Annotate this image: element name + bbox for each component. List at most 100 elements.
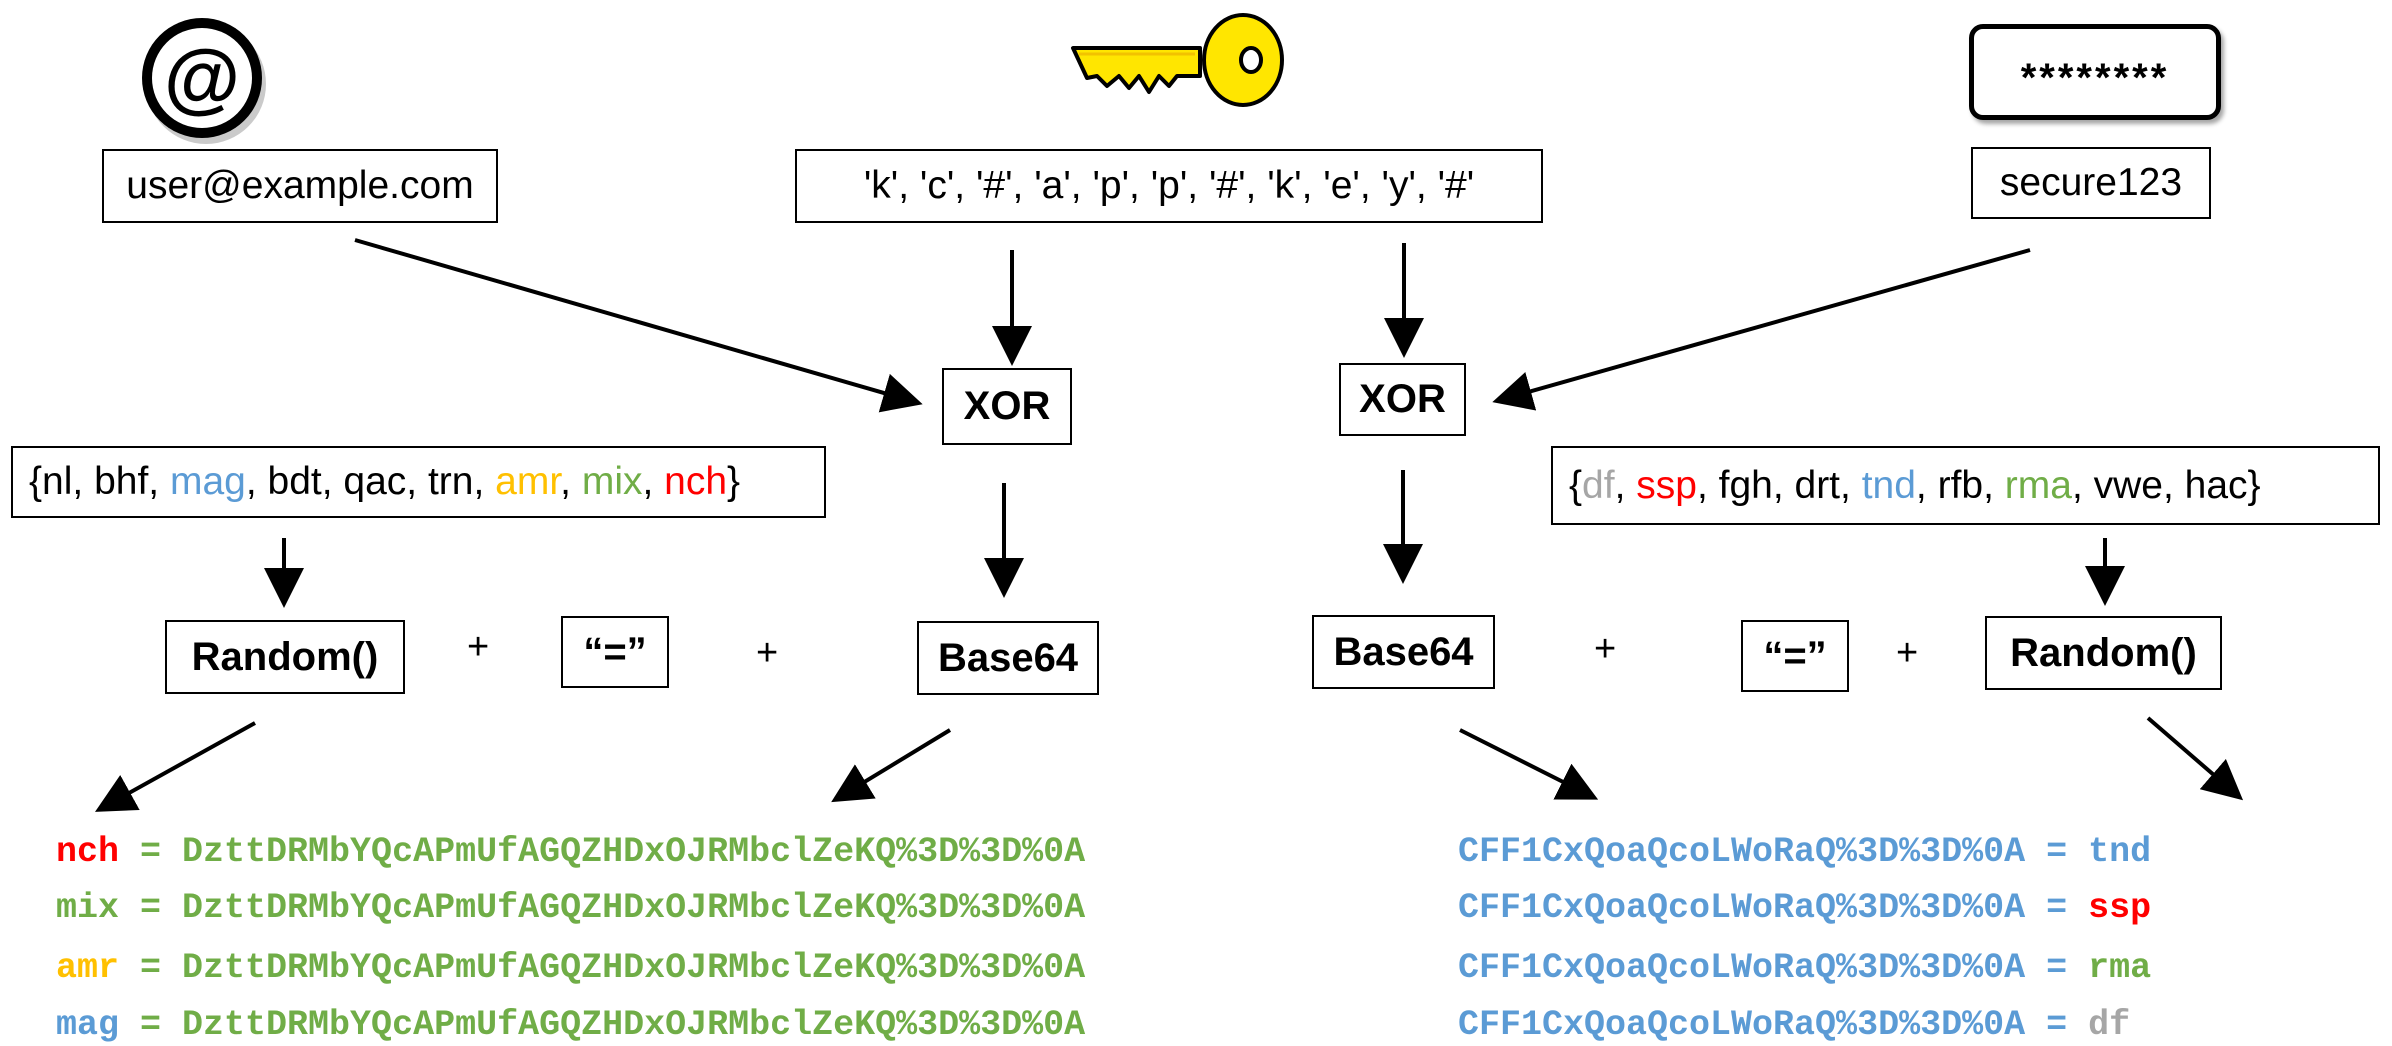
at-sign-icon: @ — [130, 8, 280, 148]
left-output-separator: = — [119, 888, 183, 928]
left-output-value: DzttDRMbYQcAPmUfAGQZHDxOJRMbclZeKQ%3D%3D… — [182, 832, 1086, 872]
right-output-value: CFF1CxQoaQcoLWoRaQ%3D%3D%0A — [1458, 1005, 2026, 1045]
left-xor-box: XOR — [942, 368, 1072, 445]
right-set-close-brace: } — [2247, 463, 2261, 507]
left-output-name: amr — [56, 948, 120, 988]
right-set-open-brace: { — [1569, 463, 1583, 507]
left-equals-label: “=” — [583, 629, 647, 674]
left-output-row: mix = DzttDRMbYQcAPmUfAGQZHDxOJRMbclZeKQ… — [56, 888, 1085, 928]
left-set-separator: , — [245, 460, 268, 503]
right-output-row: CFF1CxQoaQcoLWoRaQ%3D%3D%0A = ssp — [1458, 888, 2151, 928]
right-output-row: CFF1CxQoaQcoLWoRaQ%3D%3D%0A = df — [1458, 1005, 2130, 1045]
arrow-right-random-to-output — [2146, 716, 2244, 801]
right-output-value: CFF1CxQoaQcoLWoRaQ%3D%3D%0A — [1458, 948, 2026, 988]
right-output-separator: = — [2025, 832, 2089, 872]
arrow-left-base64-to-output — [831, 728, 952, 803]
left-set-item-mag: mag — [169, 460, 246, 503]
left-output-separator: = — [119, 1005, 183, 1045]
key-input-box: 'k', 'c', '#', 'a', 'p', 'p', '#', 'k', … — [795, 149, 1543, 223]
left-random-box: Random() — [165, 620, 405, 694]
right-xor-label: XOR — [1359, 377, 1446, 421]
right-set-separator: , — [1840, 463, 1862, 507]
left-xor-label: XOR — [963, 384, 1051, 428]
right-equals-box: “=” — [1741, 620, 1849, 692]
left-output-row: mag = DzttDRMbYQcAPmUfAGQZHDxOJRMbclZeKQ… — [56, 1005, 1085, 1045]
key-icon — [1065, 8, 1285, 113]
right-random-label: Random() — [2010, 630, 2197, 675]
right-base64-label: Base64 — [1333, 629, 1474, 674]
left-output-name: nch — [56, 832, 120, 872]
right-set-item-tnd: tnd — [1861, 463, 1916, 507]
left-output-row: amr = DzttDRMbYQcAPmUfAGQZHDxOJRMbclZeKQ… — [56, 948, 1085, 988]
right-output-name: df — [2088, 1005, 2131, 1045]
right-set-item-drt: drt — [1794, 463, 1841, 507]
left-output-separator: = — [119, 948, 183, 988]
right-set-separator: , — [1915, 463, 1938, 507]
right-output-name: ssp — [2088, 888, 2152, 928]
right-set-separator: , — [1696, 463, 1719, 507]
left-output-row: nch = DzttDRMbYQcAPmUfAGQZHDxOJRMbclZeKQ… — [56, 832, 1085, 872]
right-set-item-rfb: rfb — [1937, 463, 1984, 507]
left-set-item-qac: qac — [343, 460, 407, 503]
left-set-item-trn: trn — [427, 460, 474, 503]
right-set-separator: , — [1983, 463, 2005, 507]
right-output-separator: = — [2025, 888, 2089, 928]
svg-text:@: @ — [164, 33, 240, 121]
email-value: user@example.com — [126, 164, 474, 207]
right-set-content: {df, ssp, fgh, drt, tnd, rfb, rma, vwe, … — [1569, 464, 2261, 508]
right-base64-box: Base64 — [1312, 615, 1495, 689]
arrow-right-base64-to-output — [1459, 728, 1599, 800]
left-output-name: mag — [56, 1005, 120, 1045]
left-base64-label: Base64 — [937, 635, 1079, 680]
right-set-item-fgh: fgh — [1718, 463, 1773, 507]
left-equals-box: “=” — [561, 616, 669, 688]
right-set-separator: , — [1614, 463, 1637, 507]
right-random-box: Random() — [1985, 616, 2222, 690]
right-output-value: CFF1CxQoaQcoLWoRaQ%3D%3D%0A — [1458, 832, 2026, 872]
left-random-label: Random() — [191, 634, 379, 679]
right-set-item-hac: hac — [2184, 463, 2248, 507]
right-name-set: {df, ssp, fgh, drt, tnd, rfb, rma, vwe, … — [1551, 446, 2380, 525]
right-output-row: CFF1CxQoaQcoLWoRaQ%3D%3D%0A = tnd — [1458, 832, 2151, 872]
right-output-name: rma — [2088, 948, 2152, 988]
password-field-icon: ******** — [1969, 24, 2221, 120]
left-set-close-brace: } — [727, 460, 741, 503]
left-base64-box: Base64 — [917, 621, 1099, 695]
right-set-item-vwe: vwe — [2093, 463, 2163, 507]
right-set-item-ssp: ssp — [1636, 463, 1697, 507]
right-plus-1: + — [1594, 628, 1617, 670]
arrow-left-random-to-output — [95, 721, 256, 812]
left-output-value: DzttDRMbYQcAPmUfAGQZHDxOJRMbclZeKQ%3D%3D… — [182, 948, 1086, 988]
right-output-row: CFF1CxQoaQcoLWoRaQ%3D%3D%0A = rma — [1458, 948, 2151, 988]
left-set-separator: , — [473, 460, 496, 503]
right-set-item-rma: rma — [2004, 463, 2072, 507]
right-output-separator: = — [2025, 948, 2089, 988]
right-set-separator: , — [1772, 463, 1795, 507]
arrow-password-to-xor — [1492, 248, 2031, 411]
left-set-content: {nl, bhf, mag, bdt, qac, trn, amr, mix, … — [29, 460, 740, 504]
left-set-item-amr: amr — [495, 460, 561, 503]
left-output-value: DzttDRMbYQcAPmUfAGQZHDxOJRMbclZeKQ%3D%3D… — [182, 888, 1086, 928]
left-plus-1: + — [467, 626, 490, 668]
left-plus-2: + — [756, 632, 779, 674]
right-set-item-df: df — [1582, 463, 1615, 507]
key-value: 'k', 'c', '#', 'a', 'p', 'p', '#', 'k', … — [863, 164, 1475, 207]
right-set-separator: , — [2162, 463, 2185, 507]
arrow-email-to-xor — [354, 238, 923, 413]
left-set-open-brace: { — [29, 460, 43, 503]
right-output-name: tnd — [2088, 832, 2152, 872]
left-set-item-bhf: bhf — [94, 460, 149, 503]
right-output-separator: = — [2025, 1005, 2089, 1045]
left-set-item-nl: nl — [42, 460, 73, 503]
left-output-name: mix — [56, 888, 120, 928]
left-set-item-mix: mix — [581, 460, 643, 503]
left-output-value: DzttDRMbYQcAPmUfAGQZHDxOJRMbclZeKQ%3D%3D… — [182, 1005, 1086, 1045]
right-plus-2: + — [1896, 632, 1919, 674]
left-set-separator: , — [560, 460, 582, 503]
password-mask: ******** — [2020, 55, 2170, 100]
right-set-separator: , — [2071, 463, 2094, 507]
left-set-item-nch: nch — [664, 460, 728, 503]
right-output-value: CFF1CxQoaQcoLWoRaQ%3D%3D%0A — [1458, 888, 2026, 928]
password-input-box: secure123 — [1971, 147, 2211, 219]
